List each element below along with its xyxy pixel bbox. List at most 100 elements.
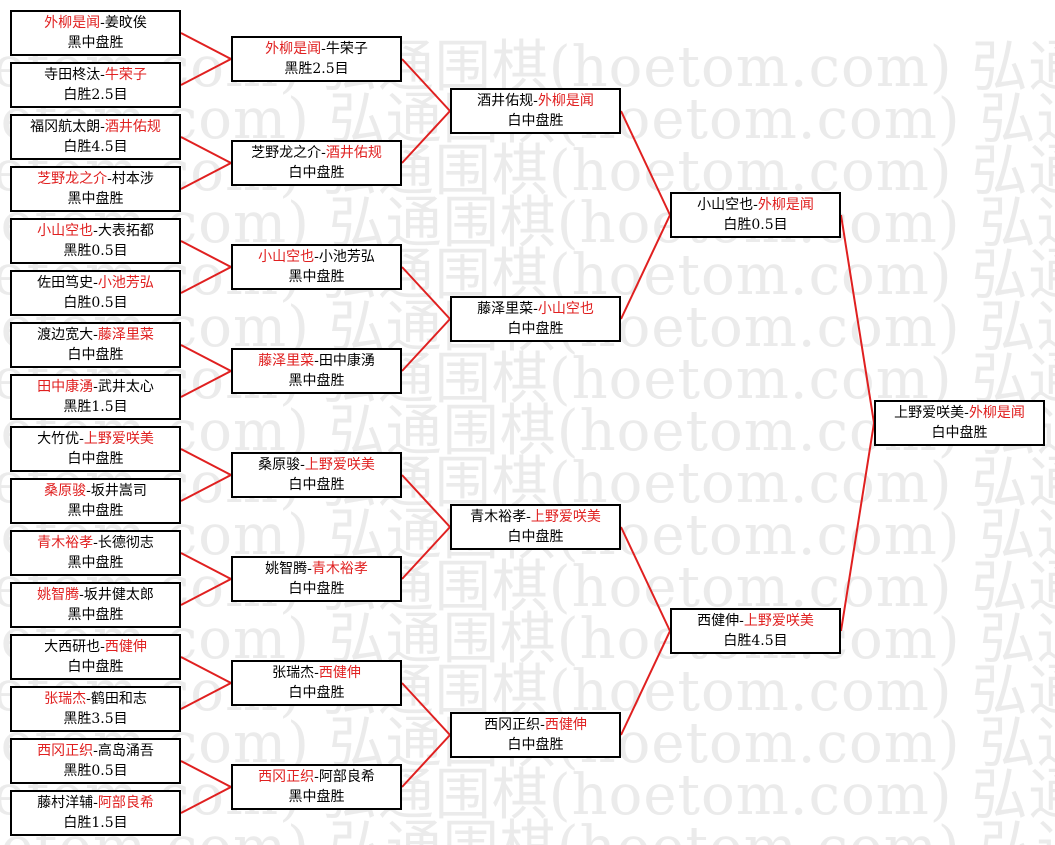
player-white: 田中康湧 <box>318 353 375 369</box>
connector-line <box>180 32 232 60</box>
connector-line <box>401 734 451 788</box>
versus-dash: - <box>93 743 98 759</box>
match-players: 佐田笃史-小池芳弘 <box>37 273 154 293</box>
player-black: 福冈航太朗 <box>30 119 101 135</box>
versus-dash: - <box>314 665 319 681</box>
match-result: 白中盘胜 <box>67 659 124 675</box>
connector-line <box>180 682 232 710</box>
connector-line <box>180 58 232 86</box>
match-box-r4-1: 小山空也-外柳是闻白胜0.5目 <box>670 192 841 238</box>
match-players: 姚智腾-青木裕孝 <box>265 559 368 579</box>
match-players: 寺田柊汰-牛荣子 <box>44 65 147 85</box>
match-result: 白中盘胜 <box>931 425 988 441</box>
connector-line <box>620 630 671 736</box>
connector-line <box>620 526 671 632</box>
match-result: 白中盘胜 <box>507 529 564 545</box>
match-players: 大竹优-上野爱咲美 <box>37 429 154 449</box>
match-result: 黑中盘胜 <box>67 607 124 623</box>
player-white: 上野爱咲美 <box>83 431 154 447</box>
versus-dash: - <box>314 353 319 369</box>
match-players: 桑原骏-上野爱咲美 <box>258 455 375 475</box>
connector-line <box>620 110 671 216</box>
player-black: 大西研也 <box>44 639 101 655</box>
match-box-r1-14: 张瑞杰-鹤田和志黑胜3.5目 <box>10 686 181 732</box>
connector-line <box>180 656 232 684</box>
connector-line <box>840 422 875 632</box>
player-black: 青木裕孝 <box>470 509 527 525</box>
match-players: 西冈正织-高岛涌吾 <box>37 741 154 761</box>
match-box-r1-16: 藤村洋辅-阿部良希白胜1.5目 <box>10 790 181 836</box>
player-white: 大表拓都 <box>97 223 154 239</box>
connector-line <box>840 214 875 424</box>
connector-line <box>180 136 232 164</box>
match-players: 桑原骏-坂井嵩司 <box>44 481 147 501</box>
match-box-r1-12: 姚智腾-坂井健太郎黑中盘胜 <box>10 582 181 628</box>
match-box-r2-4: 藤泽里菜-田中康湧黑中盘胜 <box>231 348 402 394</box>
player-white: 坂井健太郎 <box>83 587 154 603</box>
match-players: 小山空也-外柳是闻 <box>697 195 814 215</box>
player-white: 西健伸 <box>104 639 147 655</box>
versus-dash: - <box>86 483 91 499</box>
player-black: 外柳是闻 <box>265 41 322 57</box>
match-box-r1-11: 青木裕孝-长德彻志黑中盘胜 <box>10 530 181 576</box>
player-white: 外柳是闻 <box>537 93 594 109</box>
player-black: 佐田笃史 <box>37 275 94 291</box>
match-box-r2-1: 外柳是闻-牛荣子黑胜2.5目 <box>231 36 402 82</box>
match-box-r4-2: 西健伸-上野爱咲美白胜4.5目 <box>670 608 841 654</box>
player-black: 桑原骏 <box>44 483 87 499</box>
player-white: 外柳是闻 <box>968 405 1025 421</box>
match-box-r1-3: 福冈航太朗-酒井佑规白胜4.5目 <box>10 114 181 160</box>
player-white: 上野爱咲美 <box>304 457 375 473</box>
match-box-r1-1: 外柳是闻-姜旼俟黑中盘胜 <box>10 10 181 56</box>
match-players: 外柳是闻-牛荣子 <box>265 39 368 59</box>
player-black: 藤村洋辅 <box>37 795 94 811</box>
match-result: 白中盘胜 <box>507 737 564 753</box>
match-players: 上野爱咲美-外柳是闻 <box>894 403 1025 423</box>
player-white: 西健伸 <box>318 665 361 681</box>
connector-line <box>180 370 232 398</box>
connector-line <box>401 58 451 112</box>
match-box-r3-1: 酒井佑规-外柳是闻白中盘胜 <box>450 88 621 134</box>
match-box-r5-1: 上野爱咲美-外柳是闻白中盘胜 <box>874 400 1045 446</box>
player-white: 藤泽里菜 <box>97 327 154 343</box>
player-black: 小山空也 <box>37 223 94 239</box>
connector-line <box>180 266 232 294</box>
player-white: 阿部良希 <box>318 769 375 785</box>
match-box-r2-7: 张瑞杰-西健伸白中盘胜 <box>231 660 402 706</box>
match-result: 白胜4.5目 <box>63 139 128 155</box>
match-box-r1-5: 小山空也-大表拓都黑胜0.5目 <box>10 218 181 264</box>
match-box-r2-6: 姚智腾-青木裕孝白中盘胜 <box>231 556 402 602</box>
player-white: 坂井嵩司 <box>90 483 147 499</box>
match-result: 白胜4.5目 <box>723 633 788 649</box>
match-players: 福冈航太朗-酒井佑规 <box>30 117 161 137</box>
versus-dash: - <box>100 119 105 135</box>
connector-line <box>401 266 451 320</box>
versus-dash: - <box>100 15 105 31</box>
connector-line <box>401 474 451 528</box>
match-result: 黑中盘胜 <box>67 35 124 51</box>
versus-dash: - <box>79 587 84 603</box>
match-result: 黑中盘胜 <box>67 191 124 207</box>
match-box-r3-4: 西冈正织-西健伸白中盘胜 <box>450 712 621 758</box>
match-box-r1-13: 大西研也-西健伸白中盘胜 <box>10 634 181 680</box>
versus-dash: - <box>300 457 305 473</box>
versus-dash: - <box>314 249 319 265</box>
versus-dash: - <box>93 327 98 343</box>
match-result: 白胜0.5目 <box>723 217 788 233</box>
connector-line <box>620 214 671 320</box>
match-result: 黑中盘胜 <box>67 555 124 571</box>
connector-line <box>180 240 232 268</box>
match-box-r3-3: 青木裕孝-上野爱咲美白中盘胜 <box>450 504 621 550</box>
match-result: 白中盘胜 <box>288 165 345 181</box>
player-black: 小山空也 <box>258 249 315 265</box>
versus-dash: - <box>107 171 112 187</box>
match-box-r1-10: 桑原骏-坂井嵩司黑中盘胜 <box>10 478 181 524</box>
versus-dash: - <box>540 717 545 733</box>
match-box-r2-3: 小山空也-小池芳弘黑中盘胜 <box>231 244 402 290</box>
match-result: 黑中盘胜 <box>67 503 124 519</box>
player-black: 田中康湧 <box>37 379 94 395</box>
match-result: 白中盘胜 <box>67 451 124 467</box>
player-white: 村本涉 <box>111 171 154 187</box>
player-black: 张瑞杰 <box>44 691 87 707</box>
connector-line <box>180 578 232 606</box>
